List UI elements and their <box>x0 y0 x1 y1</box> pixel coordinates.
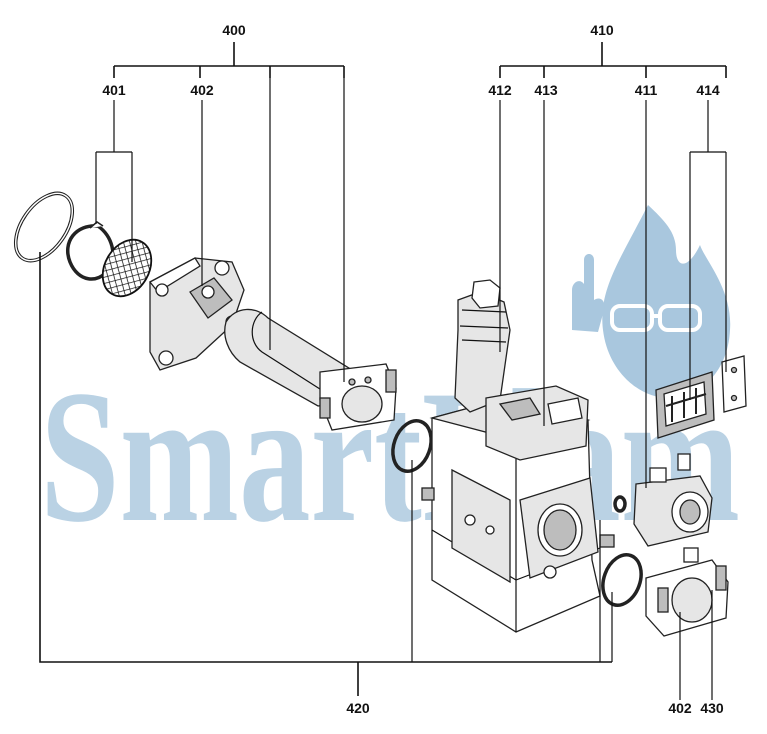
circlip-part <box>66 221 115 281</box>
coil-actuator-part <box>454 279 589 461</box>
mesh-filter-disc-part <box>101 238 153 298</box>
label-410: 410 <box>590 22 614 38</box>
label-414: 414 <box>696 82 720 98</box>
label-402-top: 402 <box>190 82 214 98</box>
label-401: 401 <box>102 82 126 98</box>
callout-labels: 400 401 402 410 412 413 411 414 420 402 … <box>102 22 724 716</box>
pressure-switch-part <box>633 453 713 547</box>
label-402-bottom: 402 <box>668 700 692 716</box>
label-412: 412 <box>488 82 512 98</box>
outlet-flange-part <box>645 547 729 637</box>
outlet-o-ring-part <box>601 553 643 607</box>
large-ring-part <box>13 191 75 263</box>
flange-pipe-part <box>149 257 397 431</box>
leader-lines <box>39 42 727 700</box>
flame-mascot-icon <box>572 205 731 398</box>
label-420: 420 <box>346 700 370 716</box>
label-430: 430 <box>700 700 724 716</box>
o-ring-part <box>391 419 433 473</box>
small-seal-part <box>613 495 627 513</box>
label-400: 400 <box>222 22 246 38</box>
watermark: SmartFlam <box>40 205 740 562</box>
label-413: 413 <box>534 82 558 98</box>
gasket-plate-part <box>655 355 747 439</box>
label-411: 411 <box>635 82 658 98</box>
